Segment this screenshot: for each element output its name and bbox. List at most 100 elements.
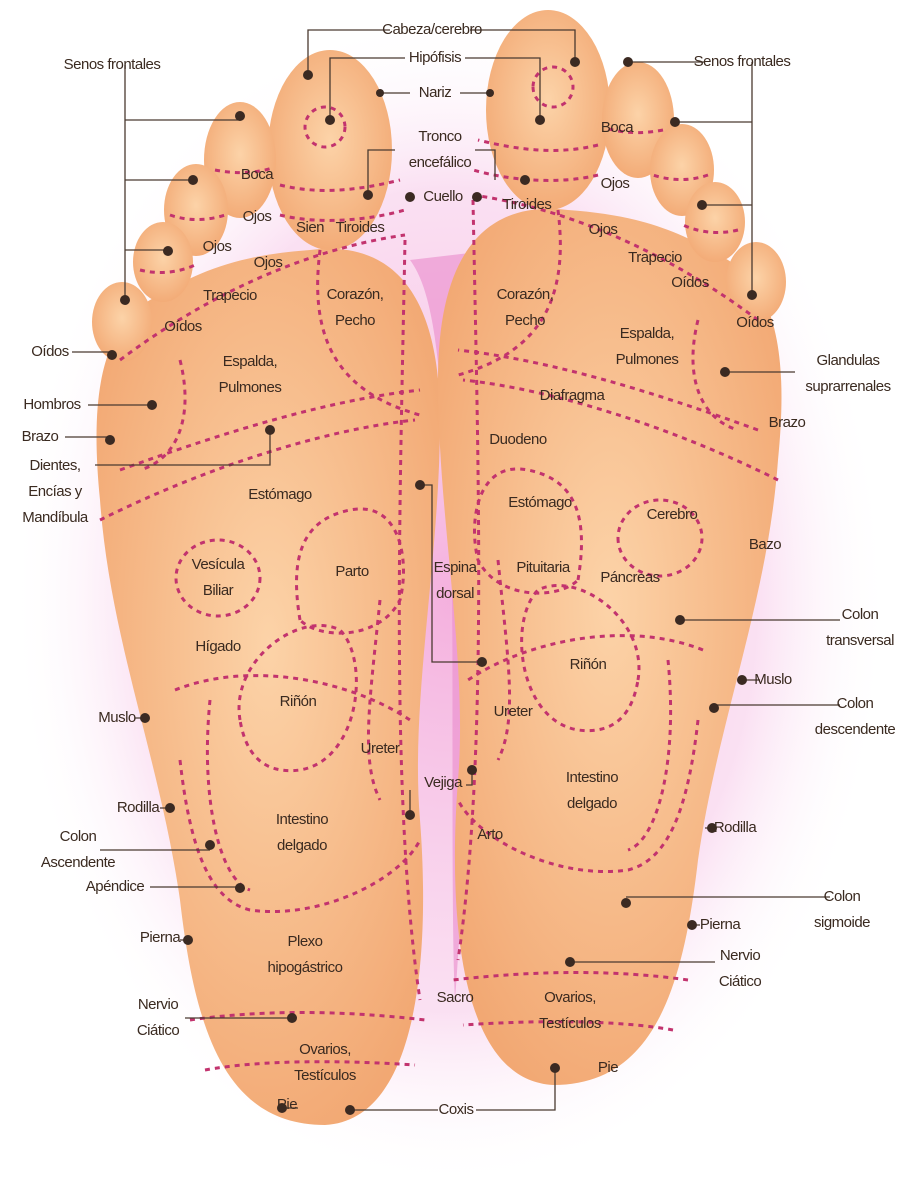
- label-line: Nervio: [137, 996, 179, 1013]
- zone-vejiga: Vejiga: [424, 774, 462, 791]
- zone-duodeno: Duodeno: [489, 431, 547, 448]
- label-muslo-left: Muslo: [98, 709, 136, 726]
- label-line: Corazón,: [326, 286, 384, 303]
- zone-boca-right: Boca: [600, 119, 634, 136]
- label-tronco-encefalico: Tronco encefálico: [409, 124, 472, 176]
- zone-ureter-right: Ureter: [493, 703, 533, 720]
- zone-oidos-left: Oídos: [164, 318, 202, 335]
- label-bazo: Bazo: [748, 536, 782, 553]
- label-brazo-left: Brazo: [21, 428, 59, 445]
- zone-pituitaria: Pituitaria: [516, 559, 570, 576]
- zone-ojos-right: Ojos: [600, 175, 630, 192]
- zone-espina-dorsal: Espina dorsal: [434, 555, 477, 607]
- label-line: hipogástrico: [267, 959, 343, 976]
- zone-intestino-delgado-right: Intestino delgado: [565, 765, 619, 817]
- zone-oidos-right: Oídos: [671, 274, 709, 291]
- label-line: Dientes,: [29, 457, 81, 474]
- spine-glow: [410, 250, 495, 1000]
- zone-rinon-right: Riñón: [569, 656, 607, 673]
- label-line: Nervio: [719, 947, 761, 964]
- label-senos-frontales-right: Senos frontales: [693, 53, 791, 70]
- label-line: Biliar: [202, 582, 234, 599]
- zone-trapecio-right: Trapecio: [628, 249, 682, 266]
- zone-higado: Hígado: [195, 638, 241, 655]
- label-brazo-right: Brazo: [768, 414, 806, 431]
- label-line: Ascendente: [40, 854, 116, 871]
- label-glandulas-suprarrenales: Glandulas suprarrenales: [805, 348, 891, 400]
- label-pie-left: Pie: [276, 1096, 298, 1113]
- label-line: suprarrenales: [805, 378, 891, 395]
- label-line: dorsal: [436, 585, 474, 602]
- label-line: delgado: [567, 795, 617, 812]
- zone-ureter-left: Ureter: [360, 740, 400, 757]
- zone-oidos-right: Oídos: [736, 314, 774, 331]
- zone-intestino-delgado-left: Intestino delgado: [275, 807, 329, 859]
- zone-estomago-left: Estómago: [248, 486, 312, 503]
- zone-pancreas: Páncreas: [600, 569, 660, 586]
- label-rodilla-left: Rodilla: [116, 799, 160, 816]
- label-line: descendente: [814, 721, 896, 738]
- label-line: Ovarios,: [299, 1041, 351, 1058]
- label-line: Colon: [823, 888, 861, 905]
- label-line: Intestino: [565, 769, 619, 786]
- zone-corazon-pecho-left: Corazón, Pecho: [327, 282, 384, 334]
- label-coxis: Coxis: [438, 1101, 474, 1118]
- label-line: Pecho: [504, 312, 546, 329]
- label-line: Espina: [433, 559, 477, 576]
- label-pie-right: Pie: [597, 1059, 619, 1076]
- label-nariz: Nariz: [418, 84, 452, 101]
- label-line: encefálico: [408, 154, 472, 171]
- zone-ojos-left: Ojos: [202, 238, 232, 255]
- label-line: sigmoide: [813, 914, 871, 931]
- label-line: delgado: [277, 837, 327, 854]
- label-line: Vesícula: [191, 556, 245, 573]
- label-line: Pecho: [334, 312, 376, 329]
- zone-arto: Arto: [477, 826, 503, 843]
- label-muslo-right: Muslo: [754, 671, 792, 688]
- label-line: Corazón,: [496, 286, 554, 303]
- zone-ojos-left: Ojos: [253, 254, 283, 271]
- zone-corazon-pecho-right: Corazón, Pecho: [497, 282, 554, 334]
- label-line: Encías y: [28, 483, 82, 500]
- label-line: Glandulas: [816, 352, 880, 369]
- zone-tiroides-left: Tiroides: [335, 219, 385, 236]
- marker-dots: [105, 57, 757, 1115]
- label-line: Colon: [836, 695, 874, 712]
- label-colon-sigmoide: Colon sigmoide: [813, 884, 871, 936]
- zone-sien-left: Sien: [295, 219, 325, 236]
- zone-ovarios-testiculos-right: Ovarios, Testículos: [539, 985, 601, 1037]
- label-line: Pulmones: [218, 379, 282, 396]
- label-line: Ovarios,: [544, 989, 596, 1006]
- zone-boca-left: Boca: [240, 166, 274, 183]
- label-line: Testículos: [294, 1067, 356, 1084]
- zone-espalda-pulmones-right: Espalda, Pulmones: [616, 321, 679, 373]
- label-line: Pulmones: [615, 351, 679, 368]
- label-line: Testículos: [539, 1015, 601, 1032]
- label-apendice: Apéndice: [85, 878, 145, 895]
- zone-tiroides-right: Tiroides: [502, 196, 552, 213]
- zone-diafragma: Diafragma: [539, 387, 605, 404]
- label-line: Espalda,: [619, 325, 675, 342]
- label-cabeza-cerebro: Cabeza/cerebro: [382, 21, 482, 38]
- label-line: Intestino: [275, 811, 329, 828]
- label-colon-descendente: Colon descendente: [814, 691, 896, 743]
- zone-ovarios-testiculos-left: Ovarios, Testículos: [294, 1037, 356, 1089]
- zone-parto: Parto: [335, 563, 369, 580]
- label-hipofisis: Hipófisis: [408, 49, 462, 66]
- label-line: Tronco: [418, 128, 462, 145]
- label-cuello: Cuello: [423, 188, 463, 205]
- zone-cerebro: Cerebro: [646, 506, 698, 523]
- label-line: transversal: [826, 632, 894, 649]
- label-line: Espalda,: [222, 353, 278, 370]
- zone-ojos-left: Ojos: [242, 208, 272, 225]
- label-hombros: Hombros: [23, 396, 81, 413]
- label-line: Ciático: [136, 1022, 180, 1039]
- zone-espalda-pulmones-left: Espalda, Pulmones: [219, 349, 282, 401]
